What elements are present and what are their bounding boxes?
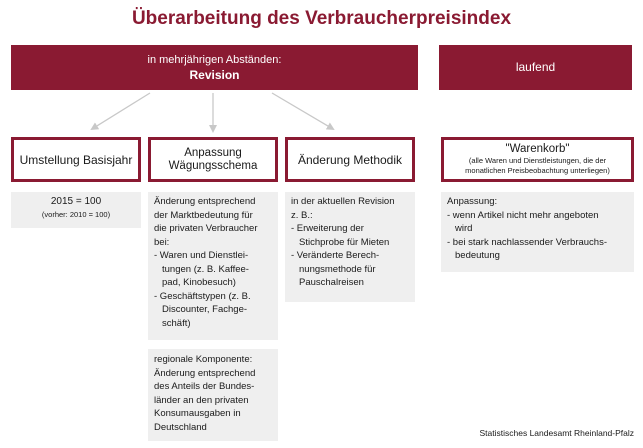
warenkorb-item-text: wird bbox=[455, 223, 473, 234]
waegung-item-text: Discounter, Fachge- bbox=[162, 304, 248, 315]
box-aenderung-methodik: Änderung Methodik bbox=[285, 137, 415, 182]
regional-line: länder an den privaten bbox=[154, 394, 249, 406]
box-warenkorb: "Warenkorb" (alle Waren und Dienstleistu… bbox=[441, 137, 634, 182]
box-warenkorb-subtitle-line1: (alle Waren und Dienstleistungen, die de… bbox=[468, 156, 607, 165]
box-anpassung-waegungsschema: Anpassung Wägungsschema bbox=[148, 137, 278, 182]
banner-revision: in mehrjährigen Abständen: Revision bbox=[11, 45, 418, 90]
source-note: Statistisches Landesamt Rheinland-Pfalz bbox=[479, 428, 635, 438]
waegung-intro-line: der Marktbedeutung für bbox=[154, 209, 253, 221]
panel-methodik: in der aktuellen Revision z. B.: - Erwei… bbox=[285, 192, 415, 302]
waegung-intro-line: bei: bbox=[154, 236, 170, 248]
panel-regionale-komponente: regionale Komponente: Änderung entsprech… bbox=[148, 349, 278, 441]
panel-warenkorb: Anpassung: - wenn Artikel nicht mehr ang… bbox=[441, 192, 634, 272]
warenkorb-intro: Anpassung: bbox=[447, 196, 498, 207]
panel-basisjahr: 2015 = 100 (vorher: 2010 = 100) bbox=[11, 192, 141, 228]
waegung-item-text: - Geschäftstypen (z. B. bbox=[154, 290, 251, 302]
methodik-item-text: - Veränderte Berech- bbox=[291, 250, 380, 261]
box-warenkorb-title: "Warenkorb" bbox=[505, 143, 570, 155]
waegung-intro-line: Änderung entsprechend bbox=[154, 196, 256, 207]
box-methodik-label: Änderung Methodik bbox=[297, 152, 403, 167]
methodik-item-text: nungsmethode für bbox=[299, 263, 376, 275]
methodik-intro-line: z. B.: bbox=[291, 209, 313, 221]
regional-line: Änderung entsprechend bbox=[154, 367, 256, 379]
arrow-to-methodik bbox=[271, 92, 335, 131]
methodik-item-text: - Erweiterung der bbox=[291, 223, 364, 234]
waegung-item-text: pad, Kinobesuch) bbox=[162, 277, 236, 288]
diagram-title: Überarbeitung des Verbraucherpreisindex bbox=[131, 8, 512, 29]
methodik-intro-line: in der aktuellen Revision bbox=[291, 196, 395, 207]
box-waegung-label-line2: Wägungsschema bbox=[168, 159, 258, 172]
basisjahr-value: 2015 = 100 bbox=[50, 196, 102, 207]
regional-line: regionale Komponente: bbox=[154, 354, 253, 365]
box-basisjahr-label: Umstellung Basisjahr bbox=[19, 152, 133, 167]
warenkorb-item-verbrauchsbedeutung: - bei stark nachlassender Verbrauchs- be… bbox=[447, 236, 628, 263]
box-umstellung-basisjahr: Umstellung Basisjahr bbox=[11, 137, 141, 182]
waegung-item-text: schäft) bbox=[162, 317, 191, 329]
banner-revision-subtitle: in mehrjährigen Abständen: bbox=[147, 54, 282, 66]
warenkorb-item-nicht-angeboten: - wenn Artikel nicht mehr angeboten wird bbox=[447, 209, 628, 236]
panel-waegungsschema: Änderung entsprechend der Marktbedeutung… bbox=[148, 192, 278, 340]
methodik-item-text: Stichprobe für Mieten bbox=[299, 236, 390, 248]
warenkorb-item-text: - bei stark nachlassender Verbrauchs- bbox=[447, 236, 607, 248]
waegung-item-text: - Waren und Dienstlei- bbox=[154, 250, 249, 261]
waegung-intro-line: die privaten Verbraucher bbox=[154, 223, 258, 234]
basisjahr-previous: (vorher: 2010 = 100) bbox=[41, 209, 111, 219]
regional-line: Deutschland bbox=[154, 421, 207, 433]
methodik-item-mieten: - Erweiterung der Stichprobe für Mieten bbox=[291, 222, 409, 249]
regional-line: des Anteils der Bundes- bbox=[154, 381, 255, 392]
methodik-item-pauschalreisen: - Veränderte Berech- nungsmethode für Pa… bbox=[291, 249, 409, 290]
banner-laufend: laufend bbox=[439, 45, 632, 90]
waegung-item-geschaeftstypen: - Geschäftstypen (z. B. Discounter, Fach… bbox=[154, 290, 272, 331]
warenkorb-item-text: bedeutung bbox=[455, 250, 500, 261]
warenkorb-item-text: - wenn Artikel nicht mehr angeboten bbox=[447, 209, 599, 221]
methodik-item-text: Pauschalreisen bbox=[299, 277, 364, 288]
regional-line: Konsumausgaben in bbox=[154, 408, 241, 419]
box-warenkorb-subtitle-line2: monatlichen Preisbeobachtung unterliegen… bbox=[465, 166, 610, 175]
box-waegung-label-line1: Anpassung bbox=[184, 146, 242, 159]
waegung-item-waren: - Waren und Dienstlei- tungen (z. B. Kaf… bbox=[154, 249, 272, 290]
banner-revision-title: Revision bbox=[189, 68, 240, 82]
arrow-to-basisjahr bbox=[90, 92, 151, 131]
waegung-item-text: tungen (z. B. Kaffee- bbox=[162, 263, 249, 275]
